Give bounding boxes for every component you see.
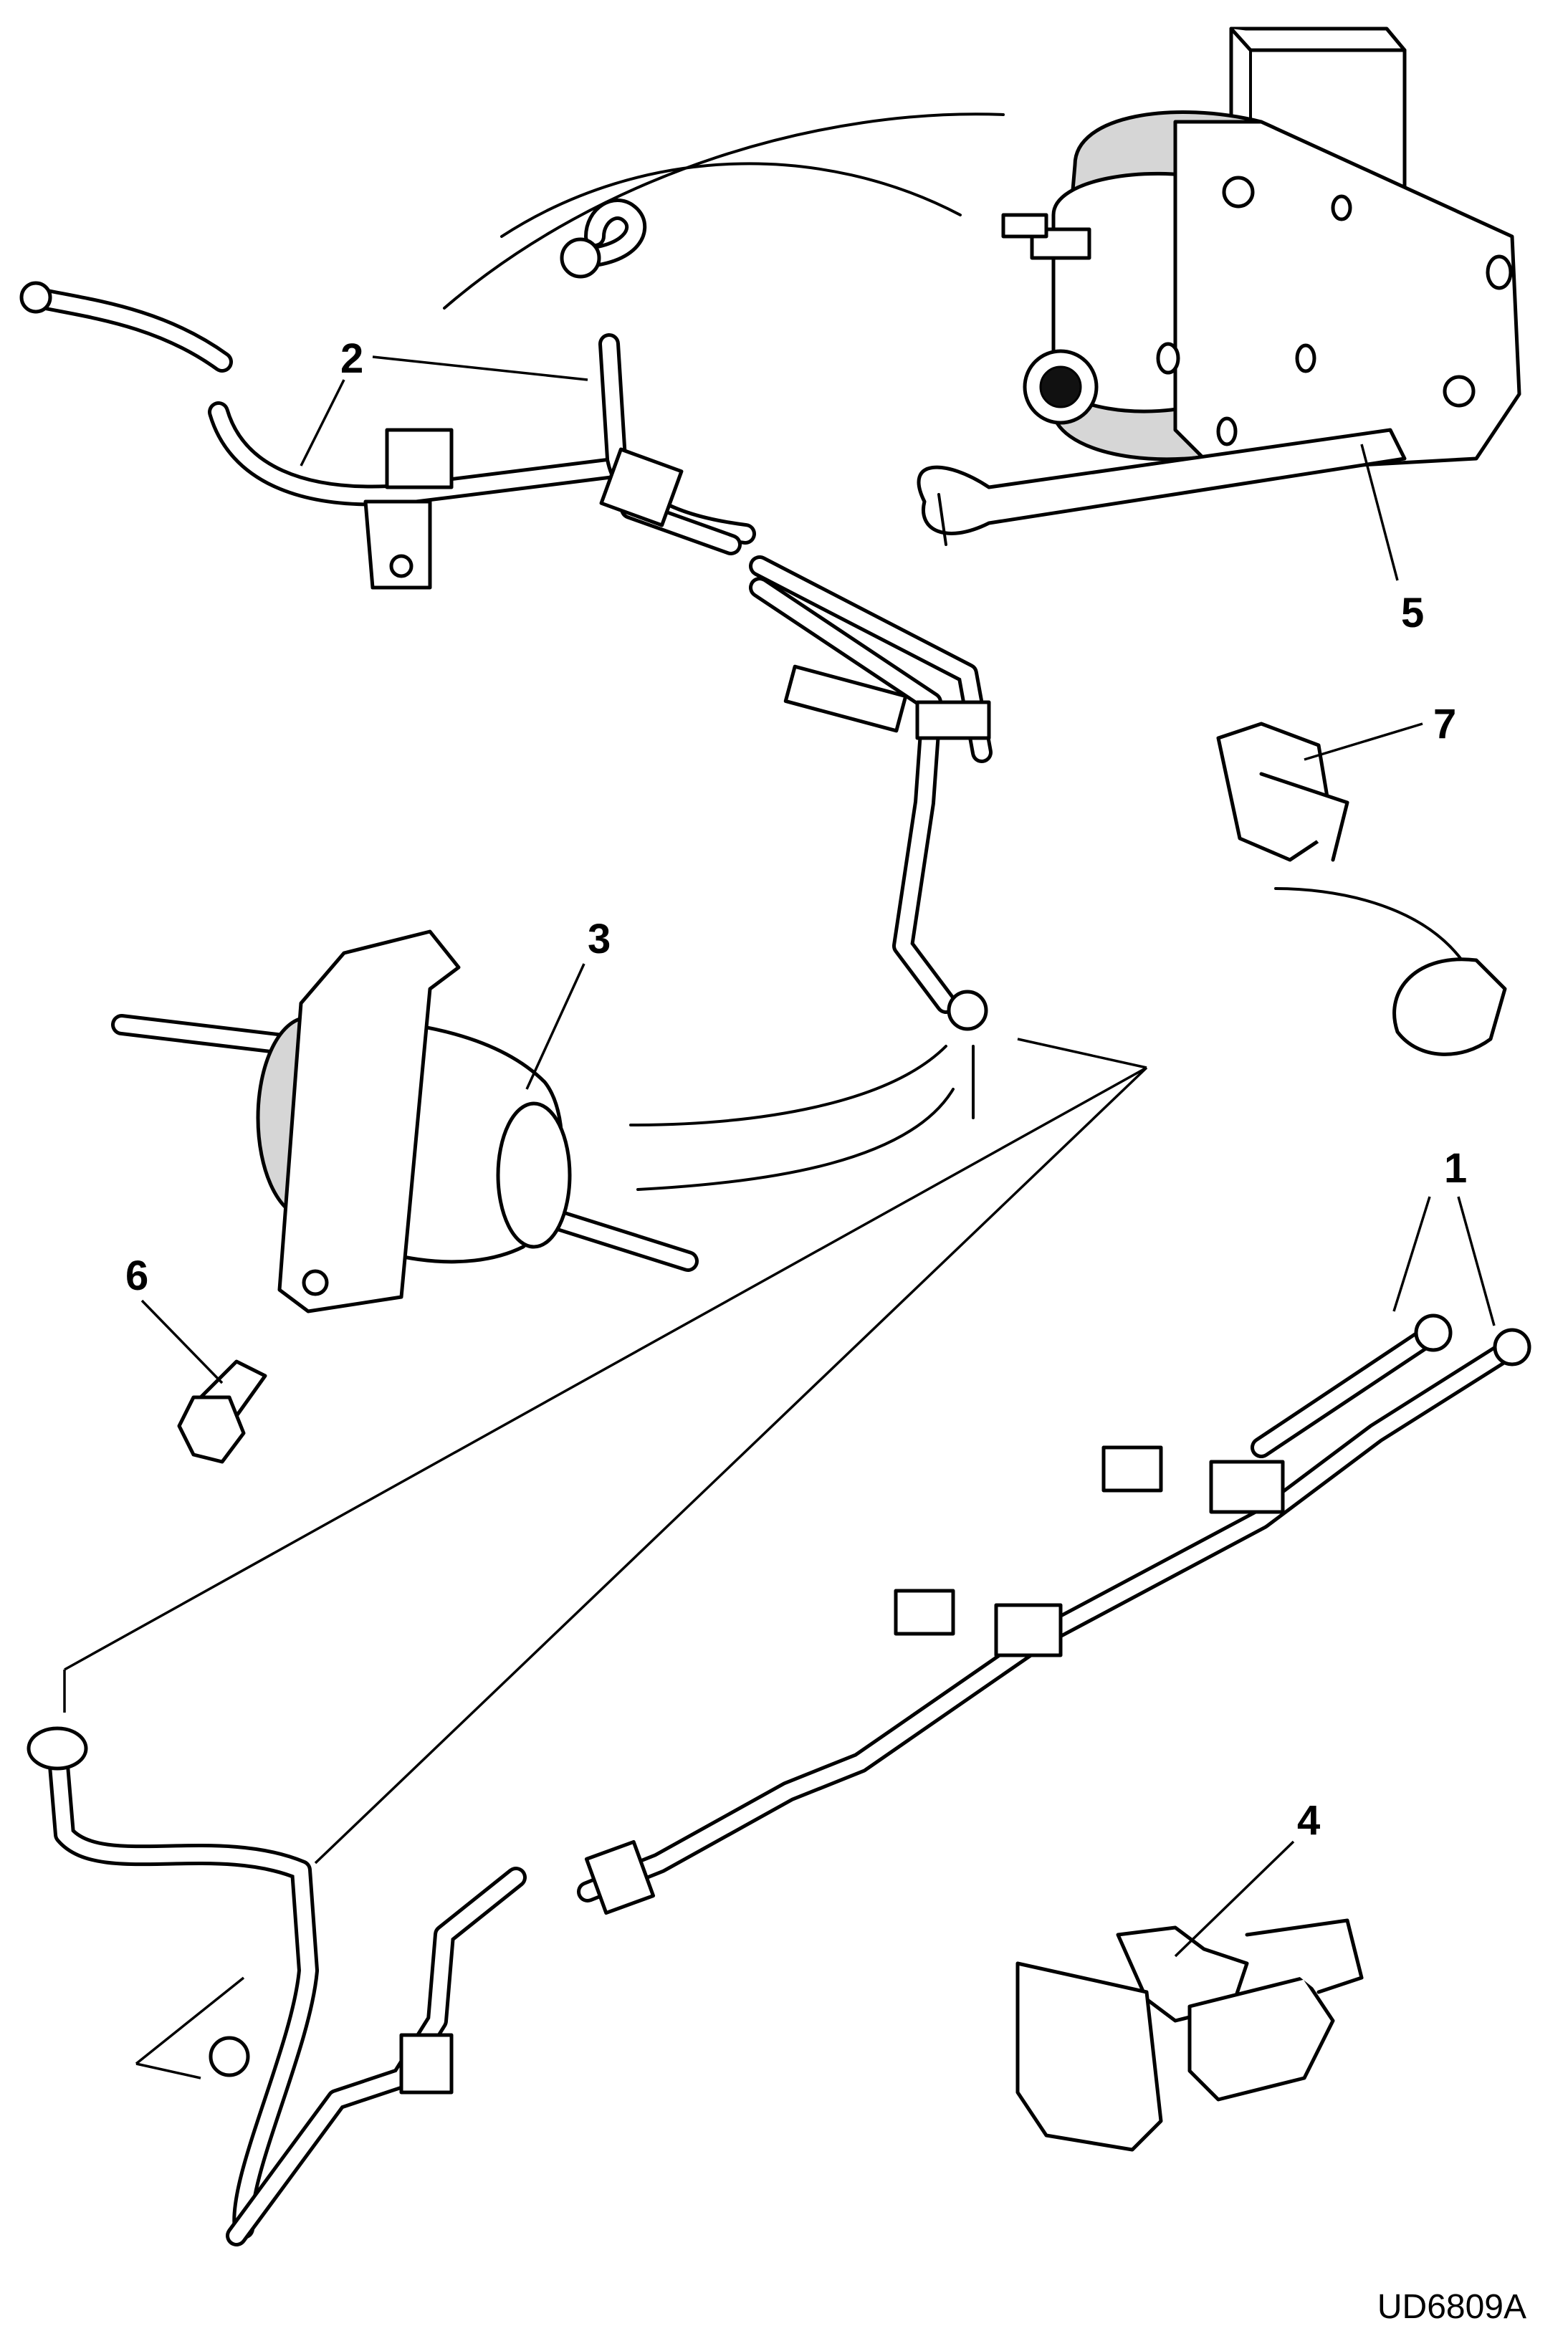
bolt (177, 1359, 267, 1464)
fuel-hose-harness (19, 198, 993, 1031)
fuel-pump-assembly (917, 27, 1521, 546)
retaining-clip (1216, 722, 1507, 1056)
callout-7: 7 (1433, 701, 1456, 747)
callout-3: 3 (588, 916, 611, 962)
callout-4: 4 (1297, 1797, 1320, 1844)
callout-2: 2 (340, 335, 363, 382)
fir-tree-clip (1015, 1918, 1364, 2152)
callout-6: 6 (125, 1253, 148, 1299)
motion-arcs (443, 113, 1005, 1191)
fuel-filter (111, 929, 699, 1313)
leader-lines (63, 355, 1496, 2079)
callout-1: 1 (1444, 1145, 1467, 1192)
callout-5: 5 (1401, 590, 1424, 636)
fuel-lines (27, 1313, 1531, 2246)
figure-code: UD6809A (1377, 2288, 1526, 2326)
